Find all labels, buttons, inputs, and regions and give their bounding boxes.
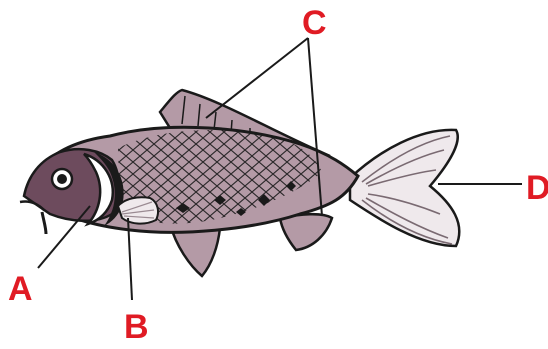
leader-line-c-dorsal <box>206 38 308 118</box>
callout-label-b: B <box>124 310 149 344</box>
anal-fin <box>280 214 332 250</box>
barbel <box>42 212 46 234</box>
callout-label-c: C <box>302 6 327 40</box>
pupil <box>57 174 67 184</box>
callout-label-a: A <box>8 272 33 306</box>
callout-label-d: D <box>526 171 548 205</box>
caudal-fin <box>350 130 459 246</box>
